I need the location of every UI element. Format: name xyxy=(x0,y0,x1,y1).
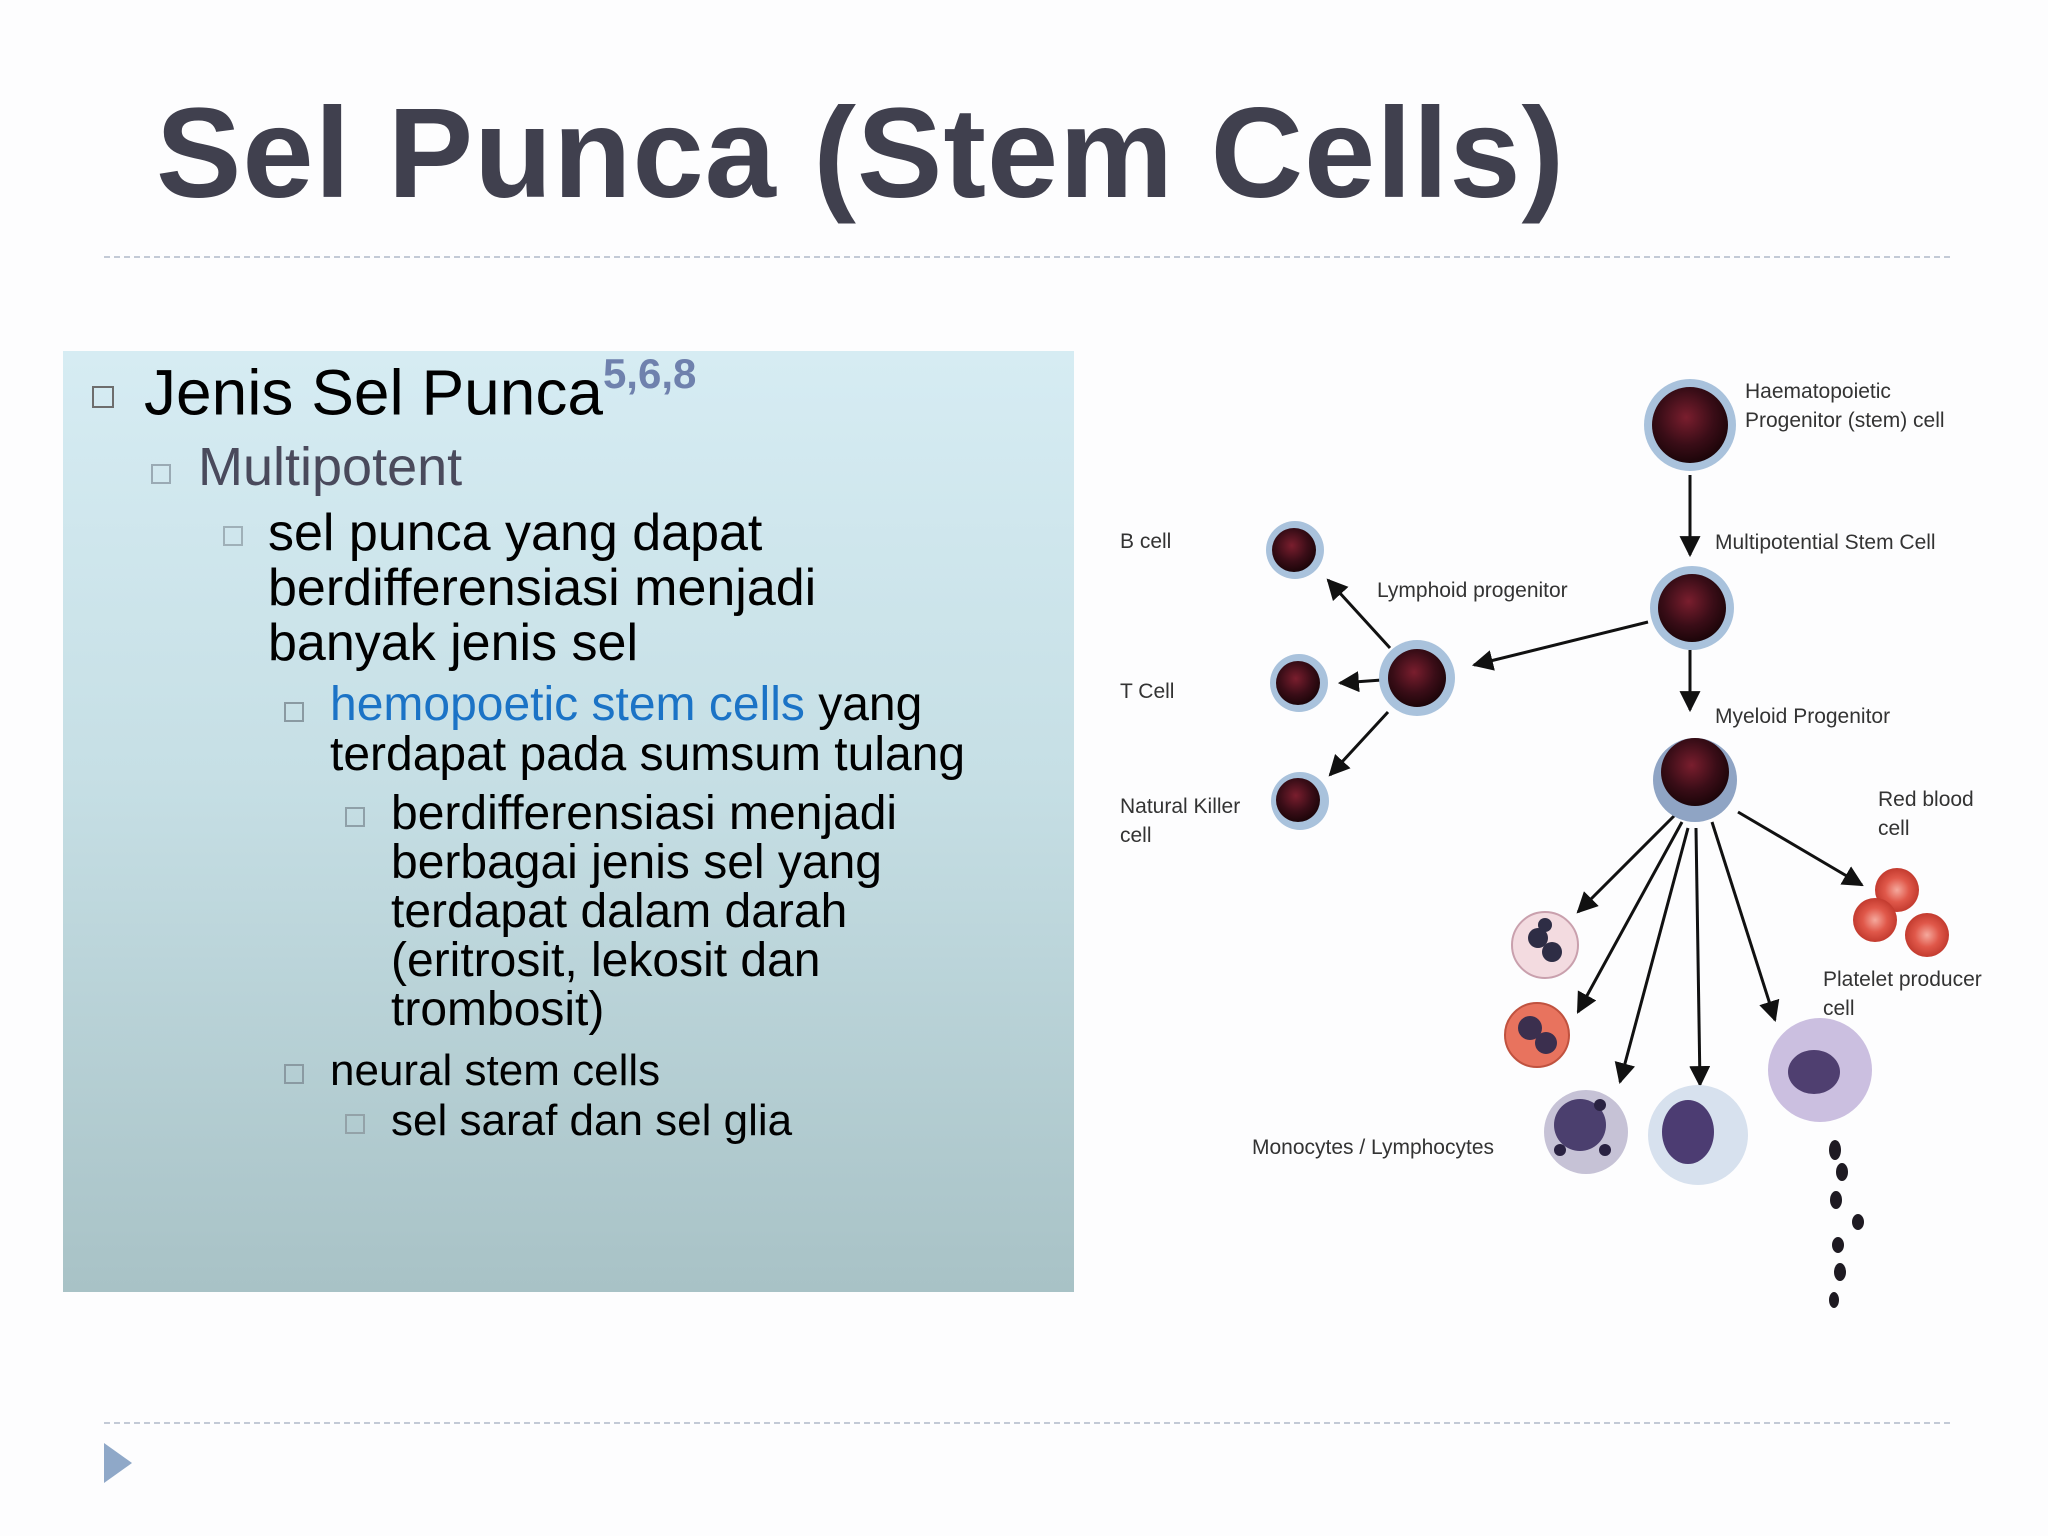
label-platelet: cell xyxy=(1823,997,1855,1020)
bullet-level4: neural stem cells xyxy=(284,1046,660,1096)
arrow xyxy=(1576,813,1677,914)
label-platelet: Platelet producer xyxy=(1823,968,1982,991)
stem-cell-diagram: Haematopoietic Progenitor (stem) cell Mu… xyxy=(1120,379,1982,1308)
bullet-text: sel saraf dan sel glia xyxy=(391,1096,793,1145)
bullet-square-icon xyxy=(284,702,304,722)
bullet-level5: sel saraf dan sel glia xyxy=(345,1096,792,1146)
nk-cell xyxy=(1271,772,1329,830)
bullet-level4: hemopoetic stem cells yang terdapat pada… xyxy=(284,680,965,780)
label-b-cell: B cell xyxy=(1120,530,1171,553)
arrows xyxy=(1326,475,1864,1088)
bullet-square-icon xyxy=(92,386,114,408)
text-line: berdifferensiasi menjadi xyxy=(391,787,898,840)
arrow xyxy=(1689,827,1711,1088)
bullet-square-icon xyxy=(284,1064,304,1084)
text-line: trombosit) xyxy=(391,983,605,1036)
bullet-square-icon xyxy=(223,526,243,546)
b-cell xyxy=(1266,521,1324,579)
label-lymphoid: Lymphoid progenitor xyxy=(1377,579,1568,602)
myeloid-cell xyxy=(1653,738,1737,822)
lymphoid-cell xyxy=(1379,640,1455,716)
text-fragment: yang xyxy=(804,678,923,731)
label-multipotential: Multipotential Stem Cell xyxy=(1715,531,1936,554)
haematopoietic-cell xyxy=(1644,379,1736,471)
monocyte-cell xyxy=(1648,1085,1748,1185)
granulocyte-cell xyxy=(1504,1002,1570,1068)
platelets xyxy=(1829,1140,1864,1308)
label-haematopoietic: Haematopoietic xyxy=(1745,380,1891,403)
bullet-text: Multipotent xyxy=(198,437,463,497)
text-line: berdifferensiasi menjadi xyxy=(268,559,817,617)
bullet-text: sel punca yang dapat berdifferensiasi me… xyxy=(268,506,816,671)
arrow xyxy=(1471,620,1649,671)
arrow xyxy=(1337,671,1383,693)
highlight-term: hemopoetic stem cells xyxy=(330,678,805,731)
text-line: sel punca yang dapat xyxy=(268,504,763,562)
slide-title: Sel Punca (Stem Cells) xyxy=(156,82,1566,225)
next-slide-arrow-icon[interactable] xyxy=(104,1443,132,1483)
arrow xyxy=(1710,821,1780,1023)
bullet-level3: sel punca yang dapat berdifferensiasi me… xyxy=(223,506,816,671)
text-line: terdapat pada sumsum tulang xyxy=(330,728,966,781)
label-rbc: Red blood xyxy=(1878,788,1974,811)
heading-text: Jenis Sel Punca xyxy=(144,356,603,429)
label-myeloid: Myeloid Progenitor xyxy=(1715,705,1890,728)
bullet-level5: berdifferensiasi menjadi berbagai jenis … xyxy=(345,789,897,1034)
text-line: berbagai jenis sel yang xyxy=(391,836,882,889)
label-monocytes: Monocytes / Lymphocytes xyxy=(1252,1136,1494,1159)
arrow xyxy=(1614,827,1690,1085)
bullet-text: berdifferensiasi menjadi berbagai jenis … xyxy=(391,789,897,1034)
bullet-text: Jenis Sel Punca5,6,8 xyxy=(144,350,696,429)
title-divider xyxy=(104,256,1950,258)
label-haematopoietic: Progenitor (stem) cell xyxy=(1745,409,1945,432)
multipotential-cell xyxy=(1650,566,1734,650)
arrow xyxy=(1326,578,1392,650)
footer-divider xyxy=(104,1422,1950,1424)
bullet-level1: Jenis Sel Punca5,6,8 xyxy=(92,350,696,429)
label-rbc: cell xyxy=(1878,817,1910,840)
eosinophil-like-cell xyxy=(1511,911,1579,979)
reference-superscript: 5,6,8 xyxy=(602,350,697,397)
label-nk-cell: cell xyxy=(1120,824,1152,847)
t-cell xyxy=(1270,654,1328,712)
content-panel xyxy=(63,351,1074,1292)
arrow xyxy=(1576,821,1684,1014)
bullet-text: hemopoetic stem cells yang terdapat pada… xyxy=(330,680,965,780)
basophil-cell xyxy=(1544,1090,1628,1174)
label-t-cell: T Cell xyxy=(1120,680,1174,703)
megakaryocyte-cell xyxy=(1768,1018,1872,1122)
arrow xyxy=(1328,710,1390,777)
bullet-square-icon xyxy=(151,464,171,484)
bullet-square-icon xyxy=(345,807,365,827)
text-line: (eritrosit, lekosit dan xyxy=(391,934,821,987)
bullet-level2: Multipotent xyxy=(151,436,462,498)
text-line: banyak jenis sel xyxy=(268,614,638,672)
arrow xyxy=(1737,810,1864,887)
bullet-square-icon xyxy=(345,1114,365,1134)
label-nk-cell: Natural Killer xyxy=(1120,795,1240,818)
bullet-text: neural stem cells xyxy=(330,1046,661,1095)
text-line: terdapat dalam darah xyxy=(391,885,848,938)
red-blood-cells xyxy=(1853,868,1949,957)
